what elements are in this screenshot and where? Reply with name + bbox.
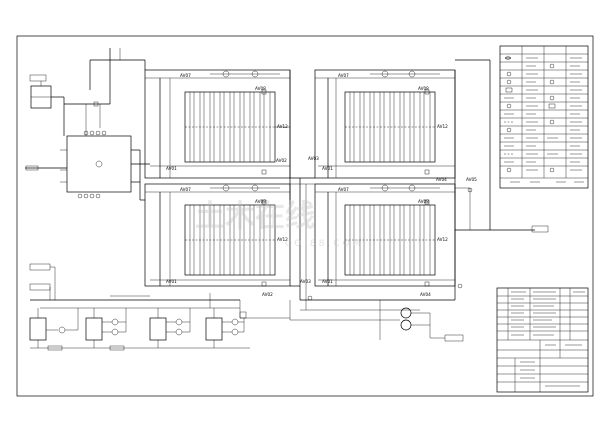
membrane-bank-b: AV07 AV08 AV12 AV01 AV02 [144,183,291,297]
drawing-border [16,35,594,397]
valve-label: AV12 [437,124,448,129]
pump-icon [400,307,412,331]
mixing-unit [25,130,150,200]
feed-tank-group [29,48,111,136]
valve-label: AV01 [322,166,333,171]
valve-icon [504,55,558,173]
legend-table [499,45,589,189]
tank-icon [205,317,223,341]
valve-label: AV07 [180,73,191,78]
valve-label: AV01 [166,279,177,284]
valve-label: AV08 [255,199,266,204]
watermark-subtext: COI88.COM [285,239,363,249]
valve-label: AV04 [420,292,431,297]
valve-label: AV02 [276,158,287,163]
dosing-system [29,263,290,351]
membrane-bank-d: AV07 AV08 AV12 AV01 AV03 AV04 AV05 [300,177,477,300]
membrane-bank-c: AV07 AV08 AV12 AV01 AV03 AV04 [308,69,456,200]
watermark: 土木在线 COI88.COM [195,199,363,249]
valve-label: AV02 [262,292,273,297]
valve-label: AV12 [277,237,288,242]
title-block [496,287,589,393]
valve-label: AV08 [418,86,429,91]
valve-label: AV03 [308,156,319,161]
valve-label: AV12 [277,124,288,129]
connecting-pipes [140,59,549,342]
valve-label: AV01 [166,166,177,171]
membrane-bank-a: AV07 AV08 AV12 AV01 AV02 [144,69,291,200]
valve-label: AV05 [466,177,477,182]
valve-label: AV04 [436,177,447,182]
pump-icon [77,130,107,199]
valve-label: AV12 [437,237,448,242]
valve-label: AV07 [338,187,349,192]
valve-label: AV01 [322,279,333,284]
valve-label: AV08 [255,86,266,91]
valve-label: AV07 [180,187,191,192]
tank-icon [149,317,167,341]
tank-icon [85,317,103,341]
watermark-text: 土木在线 [195,199,315,234]
tank-icon [29,317,47,341]
valve-label: AV03 [300,279,311,284]
valve-label: AV07 [338,73,349,78]
mixer-tank-icon [66,135,132,193]
valve-label: AV08 [418,199,429,204]
